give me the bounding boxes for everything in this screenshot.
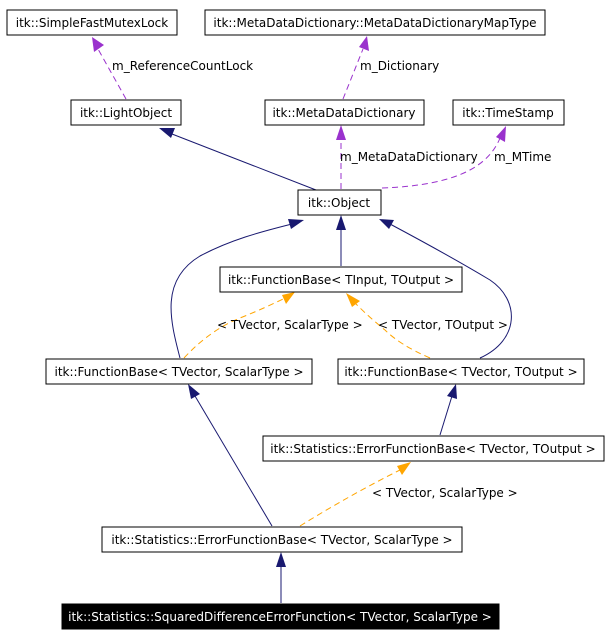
edge-efbscalar-to-fbscalar	[194, 395, 273, 527]
arrowhead-template-3	[397, 462, 411, 475]
edge-efbtoutput-to-fbtoutput	[439, 395, 453, 436]
arrowhead-object-3	[379, 219, 394, 229]
node-label: itk::LightObject	[80, 106, 172, 120]
arrowhead-maptype	[359, 36, 369, 51]
edge-fbtoutput-to-object	[389, 223, 512, 359]
node-label: itk::MetaDataDictionary::MetaDataDiction…	[213, 16, 536, 30]
node-metadata-dictionary[interactable]: itk::MetaDataDictionary	[264, 99, 425, 126]
node-function-base-tvector-scalartype[interactable]: itk::FunctionBase< TVector, ScalarType >	[45, 358, 313, 385]
edge-maptype-to-metadict	[342, 48, 364, 100]
arrowhead-object-2	[288, 219, 304, 229]
node-label: itk::FunctionBase< TVector, ScalarType >	[54, 365, 303, 379]
edge-fbscalar-to-object	[170, 223, 293, 359]
arrowhead-mutex	[92, 37, 104, 52]
node-simple-fast-mutex-lock[interactable]: itk::SimpleFastMutexLock	[6, 9, 178, 36]
edge-timestamp-to-object	[381, 137, 501, 189]
arrowhead-fbtoutput	[447, 384, 457, 399]
arrowhead-timestamp	[496, 126, 506, 142]
arrowhead-metadict	[336, 125, 346, 140]
edge-fbtoutput-template	[354, 302, 431, 359]
arrowhead-template-1	[282, 292, 295, 304]
node-time-stamp[interactable]: itk::TimeStamp	[452, 99, 565, 126]
node-label: itk::Statistics::ErrorFunctionBase< TVec…	[111, 533, 452, 547]
node-function-base-tvector-toutput[interactable]: itk::FunctionBase< TVector, TOutput >	[337, 358, 585, 385]
edge-mutex-to-lightobject	[97, 48, 127, 100]
label-mtime: m_MTime	[494, 150, 551, 164]
arrowhead-efbscalar	[276, 552, 286, 567]
label-template-scalar-1: < TVector, ScalarType >	[217, 318, 363, 332]
label-dictionary: m_Dictionary	[360, 59, 439, 73]
node-function-base-tinput-toutput[interactable]: itk::FunctionBase< TInput, TOutput >	[219, 266, 463, 293]
arrowhead-object-1	[336, 215, 346, 230]
node-label: itk::MetaDataDictionary	[272, 106, 415, 120]
node-label: itk::FunctionBase< TVector, TOutput >	[344, 365, 577, 379]
node-object[interactable]: itk::Object	[297, 189, 382, 216]
arrowhead-fbscalar	[188, 384, 200, 399]
node-label: itk::Statistics::SquaredDifferenceErrorF…	[68, 610, 492, 624]
label-template-toutput: < TVector, TOutput >	[378, 318, 508, 332]
label-refcountlock: m_ReferenceCountLock	[112, 59, 253, 73]
edge-fbscalar-template	[183, 297, 286, 359]
edge-efbscalar-template	[299, 469, 401, 527]
label-metadatadictionary: m_MetaDataDictionary	[340, 150, 478, 164]
node-error-function-base-tvector-toutput[interactable]: itk::Statistics::ErrorFunctionBase< TVec…	[262, 435, 605, 462]
node-error-function-base-tvector-scalartype[interactable]: itk::Statistics::ErrorFunctionBase< TVec…	[101, 526, 463, 553]
label-template-scalar-2: < TVector, ScalarType >	[372, 486, 518, 500]
node-label: itk::Statistics::ErrorFunctionBase< TVec…	[270, 442, 595, 456]
node-label: itk::FunctionBase< TInput, TOutput >	[228, 273, 454, 287]
node-metadata-dictionary-map-type[interactable]: itk::MetaDataDictionary::MetaDataDiction…	[204, 9, 546, 36]
node-label: itk::Object	[308, 196, 370, 210]
arrowhead-lightobject	[159, 128, 175, 138]
arrowhead-template-2	[346, 293, 360, 307]
edge-object-to-lightobject	[171, 133, 317, 191]
node-label: itk::TimeStamp	[462, 106, 553, 120]
node-squared-difference-error-function[interactable]: itk::Statistics::SquaredDifferenceErrorF…	[61, 603, 500, 630]
node-label: itk::SimpleFastMutexLock	[16, 16, 169, 30]
node-light-object[interactable]: itk::LightObject	[70, 99, 182, 126]
